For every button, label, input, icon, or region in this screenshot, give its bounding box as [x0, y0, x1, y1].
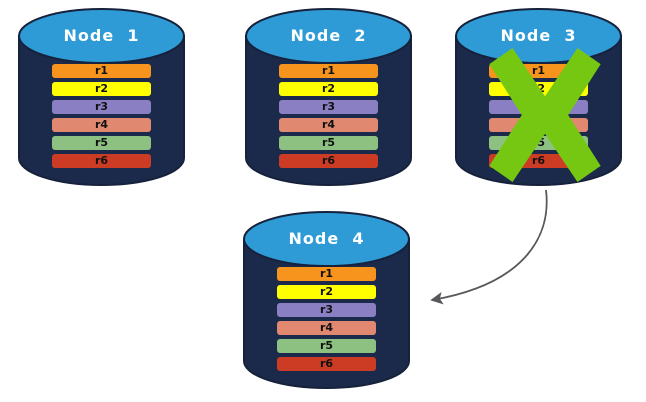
node-4-record-r5[interactable]: r5 [277, 339, 376, 353]
node-2-record-r5[interactable]: r5 [279, 136, 378, 150]
node-4-record-r4[interactable]: r4 [277, 321, 376, 335]
node-1-record-r2[interactable]: r2 [52, 82, 151, 96]
node-2-record-r2[interactable]: r2 [279, 82, 378, 96]
node-3-record-r4[interactable]: r4 [489, 118, 588, 132]
node-4-top-cap [243, 211, 410, 267]
node-3-record-r1[interactable]: r1 [489, 64, 588, 78]
node-3-record-r6[interactable]: r6 [489, 154, 588, 168]
node-2-top-cap [245, 8, 412, 64]
node-1-record-r5[interactable]: r5 [52, 136, 151, 150]
node-2-record-r6[interactable]: r6 [279, 154, 378, 168]
node-1-record-r3[interactable]: r3 [52, 100, 151, 114]
node-1-record-r4[interactable]: r4 [52, 118, 151, 132]
node-1-record-r6[interactable]: r6 [52, 154, 151, 168]
node-2-record-r1[interactable]: r1 [279, 64, 378, 78]
node-4-record-r3[interactable]: r3 [277, 303, 376, 317]
node-3-top-cap [455, 8, 622, 64]
node-2-record-r3[interactable]: r3 [279, 100, 378, 114]
node-3-record-r2[interactable]: r2 [489, 82, 588, 96]
node-3-record-r5[interactable]: r5 [489, 136, 588, 150]
node-4-record-r1[interactable]: r1 [277, 267, 376, 281]
node-1-record-r1[interactable]: r1 [52, 64, 151, 78]
node-1-top-cap [18, 8, 185, 64]
node-4-record-r2[interactable]: r2 [277, 285, 376, 299]
node-4-record-r6[interactable]: r6 [277, 357, 376, 371]
node-2-record-r4[interactable]: r4 [279, 118, 378, 132]
node-3-record-r3[interactable]: r3 [489, 100, 588, 114]
